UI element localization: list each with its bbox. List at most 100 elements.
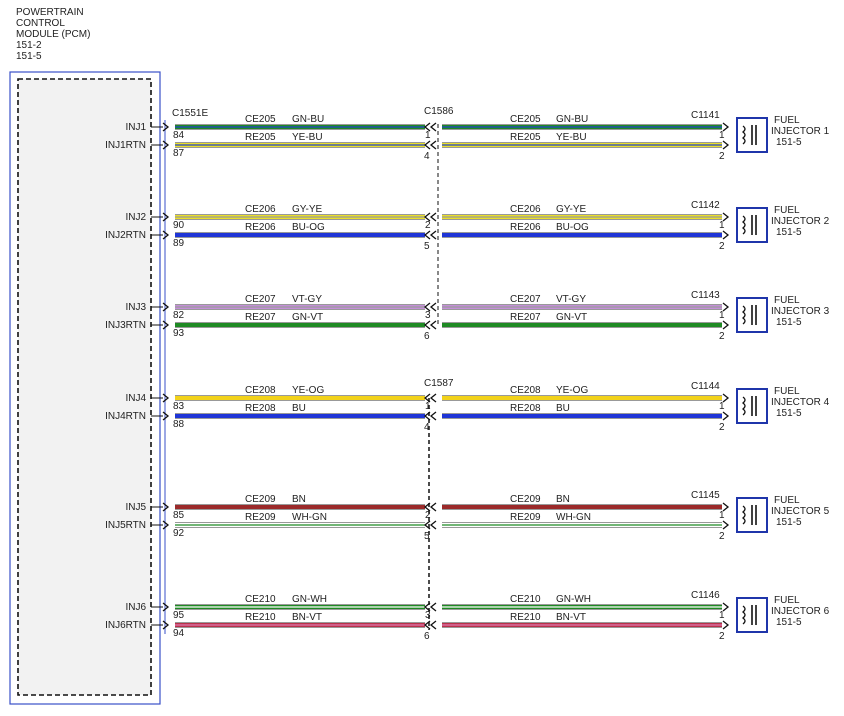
pcm-connector-arrow (162, 602, 170, 612)
injector-connector-arrow (722, 520, 730, 530)
pcm-pin-number: 90 (173, 220, 185, 231)
circuit-number: RE207 (245, 312, 276, 323)
injector-name: INJECTOR 6 (771, 606, 830, 617)
inline-connector-arrow (429, 502, 437, 512)
injector-connector-arrow (722, 393, 730, 403)
coil-icon (741, 605, 746, 625)
injector-ref: 151-5 (776, 408, 802, 419)
coil-icon (741, 505, 746, 525)
inline-connector-arrow (429, 320, 437, 330)
injector-connector-label: C1145 (691, 490, 720, 501)
inline-connector-arrow (429, 520, 437, 530)
pcm-connector-arrow (162, 320, 170, 330)
injector-pin-number: 1 (719, 401, 725, 412)
injector-name: INJECTOR 1 (771, 126, 830, 137)
wire-color-code: BN-VT (556, 612, 586, 623)
injector-name: INJECTOR 4 (771, 397, 830, 408)
pcm-connector-arrow (162, 620, 170, 630)
coil-icon (741, 125, 746, 145)
injector-connector-arrow (722, 140, 730, 150)
circuit-number: RE208 (245, 403, 276, 414)
injector-name: INJECTOR 2 (771, 216, 830, 227)
injector-connector-label: C1142 (691, 200, 720, 211)
injector-pin-number: 2 (719, 422, 725, 433)
injector-ref: 151-5 (776, 317, 802, 328)
pcm-connector-arrow (162, 502, 170, 512)
injector-connector-arrow (722, 122, 730, 132)
inline-pin-number: 5 (424, 241, 430, 252)
circuit-number: RE209 (510, 512, 541, 523)
inline-connector-arrow (423, 411, 431, 421)
circuit-number: CE207 (510, 294, 541, 305)
pcm-pin-number: 85 (173, 510, 185, 521)
injector-connector-label: C1146 (691, 590, 720, 601)
inline-connector-arrow (429, 393, 437, 403)
circuit-number: CE206 (510, 204, 541, 215)
pcm-pin-number: 82 (173, 310, 185, 321)
wire-color-code: BN (292, 494, 306, 505)
inline-connector-arrow (423, 140, 431, 150)
pcm-pin-number: 93 (173, 328, 185, 339)
wire-color-code: YE-OG (556, 385, 588, 396)
inline-connector-arrow (429, 302, 437, 312)
circuit-number: RE205 (510, 132, 541, 143)
injector-connector-arrow (722, 602, 730, 612)
injector-ref: 151-5 (776, 137, 802, 148)
coil-icon (741, 305, 746, 325)
module-title-line: CONTROL (16, 18, 65, 29)
pcm-pin-label: INJ3 (125, 302, 146, 313)
injector-connector-label: C1141 (691, 110, 720, 121)
pcm-pin-label: INJ1 (125, 122, 146, 133)
wire-color-code: GN-BU (292, 114, 324, 125)
circuit-number: RE210 (245, 612, 276, 623)
pcm-connector-arrow (162, 140, 170, 150)
inline-pin-number: 2 (425, 510, 431, 521)
wire-color-code: GY-YE (556, 204, 587, 215)
wire-color-code: VT-GY (556, 294, 586, 305)
inline-connector-arrow (429, 212, 437, 222)
injector-connector-label: C1144 (691, 381, 720, 392)
injector-connector-arrow (722, 212, 730, 222)
inline-connector-arrow (423, 520, 431, 530)
circuit-number: RE206 (510, 222, 541, 233)
injector-pin-number: 1 (719, 310, 725, 321)
pcm-connector-arrow (162, 520, 170, 530)
circuit-number: CE206 (245, 204, 276, 215)
wire-color-code: YE-OG (292, 385, 324, 396)
pcm-pin-label: INJ3RTN (105, 320, 146, 331)
pcm-pin-number: 94 (173, 628, 185, 639)
inline-pin-number: 1 (425, 130, 431, 141)
pcm-pin-number: 87 (173, 148, 185, 159)
wire-color-code: GN-WH (292, 594, 327, 605)
inline-connector-arrow (423, 393, 431, 403)
inline-connector-arrow (423, 602, 431, 612)
pcm-pin-label: INJ2 (125, 212, 146, 223)
inline-connector-arrow (429, 602, 437, 612)
pcm-connector-arrow (162, 122, 170, 132)
pcm-connector-arrow (162, 393, 170, 403)
injector-ref: 151-5 (776, 517, 802, 528)
pcm-pin-label: INJ2RTN (105, 230, 146, 241)
inline-connector-arrow (429, 620, 437, 630)
module-ref: 151-5 (16, 51, 42, 62)
inline-connector-arrow (423, 502, 431, 512)
wire-color-code: WH-GN (292, 512, 327, 523)
pcm-module-inner (17, 78, 152, 696)
injector-pin-number: 2 (719, 531, 725, 542)
circuit-number: CE209 (510, 494, 541, 505)
inline-pin-number: 1 (425, 401, 431, 412)
injector-name: INJECTOR 3 (771, 306, 830, 317)
injector-pin-number: 2 (719, 331, 725, 342)
injector-ref: 151-5 (776, 227, 802, 238)
connector-label-c1586: C1586 (424, 106, 454, 117)
injector-name: FUEL (774, 595, 800, 606)
wire-color-code: BU-OG (292, 222, 325, 233)
inline-pin-number: 4 (424, 422, 430, 433)
wire-color-code: GN-WH (556, 594, 591, 605)
pcm-connector-arrow (162, 212, 170, 222)
inline-pin-number: 3 (425, 310, 431, 321)
inline-pin-number: 6 (424, 631, 430, 642)
injector-connector-arrow (722, 230, 730, 240)
circuit-number: RE210 (510, 612, 541, 623)
